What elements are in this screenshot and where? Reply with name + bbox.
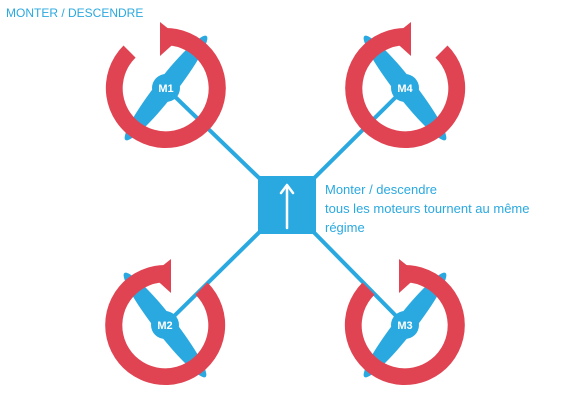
motor-m1: M1 (105, 22, 226, 149)
motor-hub (152, 74, 180, 102)
caption-line-2: tous les moteurs tournent au même (325, 201, 530, 216)
caption: Monter / descendre tous les moteurs tour… (325, 180, 575, 237)
rotation-arrowhead (151, 259, 171, 293)
caption-line-3: régime (325, 220, 365, 235)
motor-label-m4: M4 (397, 83, 413, 95)
rotation-arrowhead (160, 22, 180, 56)
motor-label-m1: M1 (158, 83, 173, 95)
motor-hub (391, 74, 419, 102)
motor-label-m2: M2 (157, 320, 172, 332)
motor-m4: M4 (345, 22, 466, 149)
motor-hub (151, 311, 179, 339)
rotation-arrowhead (391, 22, 411, 56)
up-arrow-icon (279, 183, 295, 230)
motor-m3: M3 (344, 259, 465, 386)
motor-label-m3: M3 (397, 320, 412, 332)
motor-m2: M2 (105, 259, 226, 386)
diagram-title: MONTER / DESCENDRE (6, 6, 144, 20)
rotation-arrowhead (399, 259, 419, 293)
center-body (258, 176, 316, 234)
caption-line-1: Monter / descendre (325, 182, 438, 197)
motor-hub (391, 311, 419, 339)
